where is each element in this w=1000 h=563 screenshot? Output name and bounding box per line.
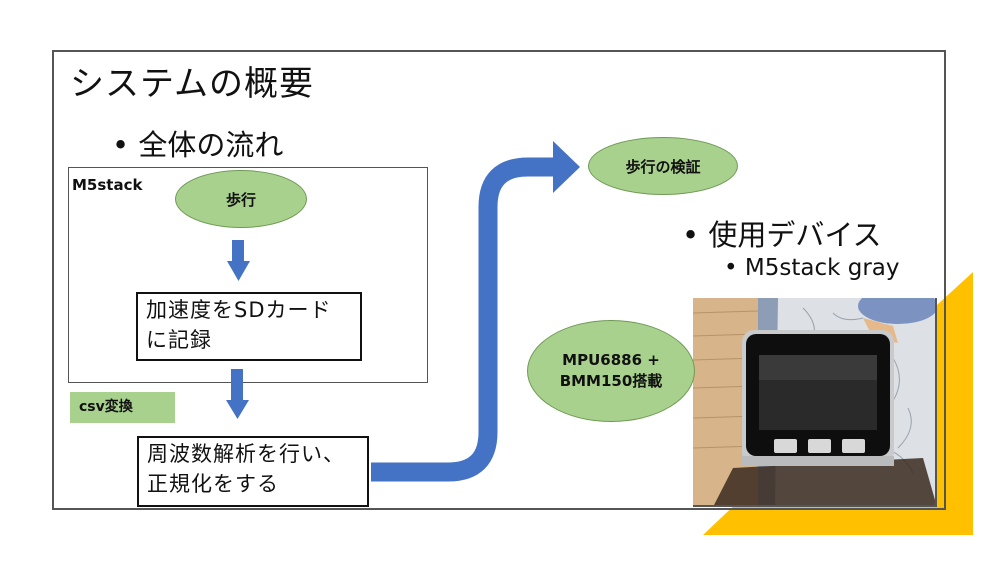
walk-node: 歩行 bbox=[175, 170, 307, 228]
record-box: 加速度をSDカード に記録 bbox=[136, 292, 362, 361]
record-line-2: に記録 bbox=[146, 328, 212, 352]
bullet-overall-flow: • 全体の流れ bbox=[112, 128, 284, 162]
device-photo bbox=[693, 298, 937, 507]
sensor-line-1: MPU6886 + bbox=[562, 351, 660, 369]
walk-label: 歩行 bbox=[225, 190, 256, 209]
analysis-box: 周波数解析を行い、 正規化をする bbox=[137, 436, 369, 507]
verify-node: 歩行の検証 bbox=[588, 137, 738, 195]
record-line-1: 加速度をSDカード bbox=[146, 298, 332, 322]
bullet-devices: • 使用デバイス bbox=[682, 218, 882, 252]
m5stack-label: M5stack bbox=[72, 176, 143, 194]
analysis-line-2: 正規化をする bbox=[147, 472, 279, 496]
slide-frame bbox=[52, 50, 946, 510]
slide-title: システムの概要 bbox=[70, 64, 314, 104]
bullet-device-name: • M5stack gray bbox=[724, 255, 900, 281]
verify-label: 歩行の検証 bbox=[625, 157, 701, 176]
m5stack-device-illustration bbox=[693, 298, 935, 505]
csv-conversion-label: csv変換 bbox=[70, 392, 175, 423]
analysis-line-1: 周波数解析を行い、 bbox=[147, 442, 345, 466]
sensor-line-2: BMM150搭載 bbox=[559, 372, 663, 390]
sensor-node: MPU6886 + BMM150搭載 bbox=[527, 320, 695, 422]
